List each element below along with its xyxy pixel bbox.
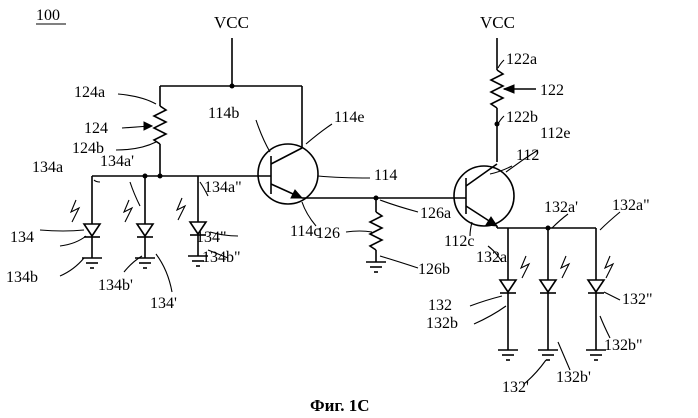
label-114e: 114e [334,109,365,126]
resistor-126 [366,198,386,272]
label-134b-prime: 134b' [98,277,133,294]
label-122b: 122b [506,109,538,126]
label-114b: 114b [208,105,239,122]
label-112: 112 [516,147,539,164]
label-122: 122 [540,82,564,99]
label-132b-double-prime: 132b" [604,337,643,354]
t114-collector-wire [302,196,448,201]
led-134-prime [124,176,155,268]
led-132 [498,228,529,360]
label-114: 114 [374,167,397,184]
label-126b: 126b [418,261,450,278]
led-132-prime [538,228,569,360]
label-132b: 132b [426,315,458,332]
led-134 [71,176,102,268]
label-134: 134 [10,229,34,246]
label-132b-prime: 132b' [556,369,591,386]
figure-caption: Фиг. 1C [310,396,369,415]
right-emitter-rail [497,226,596,231]
left-base-rail [92,174,244,179]
label-122a: 122a [506,51,537,68]
label-124: 124 [84,120,108,137]
figure-number: 100 [36,7,60,24]
resistor-124 [154,86,166,176]
label-132-prime: 132' [502,379,529,396]
label-126a: 126a [420,205,451,222]
label-134a: 134a [32,159,63,176]
label-132a-double-prime: 132a" [612,197,650,214]
label-134-prime: 134' [150,295,177,312]
transistor-114 [244,144,318,204]
vcc-right-label: VCC [480,13,515,32]
label-134-double-prime: 134" [196,229,227,246]
label-132-double-prime: 132" [622,291,653,308]
label-124a: 124a [74,84,105,101]
label-112e: 112e [540,125,571,142]
label-112c: 112c [444,233,475,250]
label-132a-prime: 132a' [544,199,578,216]
label-126: 126 [316,225,340,242]
vcc-left-wire [160,38,302,148]
label-134a-double-prime: 134a" [204,179,242,196]
label-134b-double-prime: 134b" [202,249,241,266]
vcc-left-label: VCC [214,13,249,32]
label-134b: 134b [6,269,38,286]
transistor-112 [448,164,514,226]
label-134a-prime: 134a' [100,153,134,170]
label-132: 132 [428,297,452,314]
label-132a: 132a [476,249,507,266]
